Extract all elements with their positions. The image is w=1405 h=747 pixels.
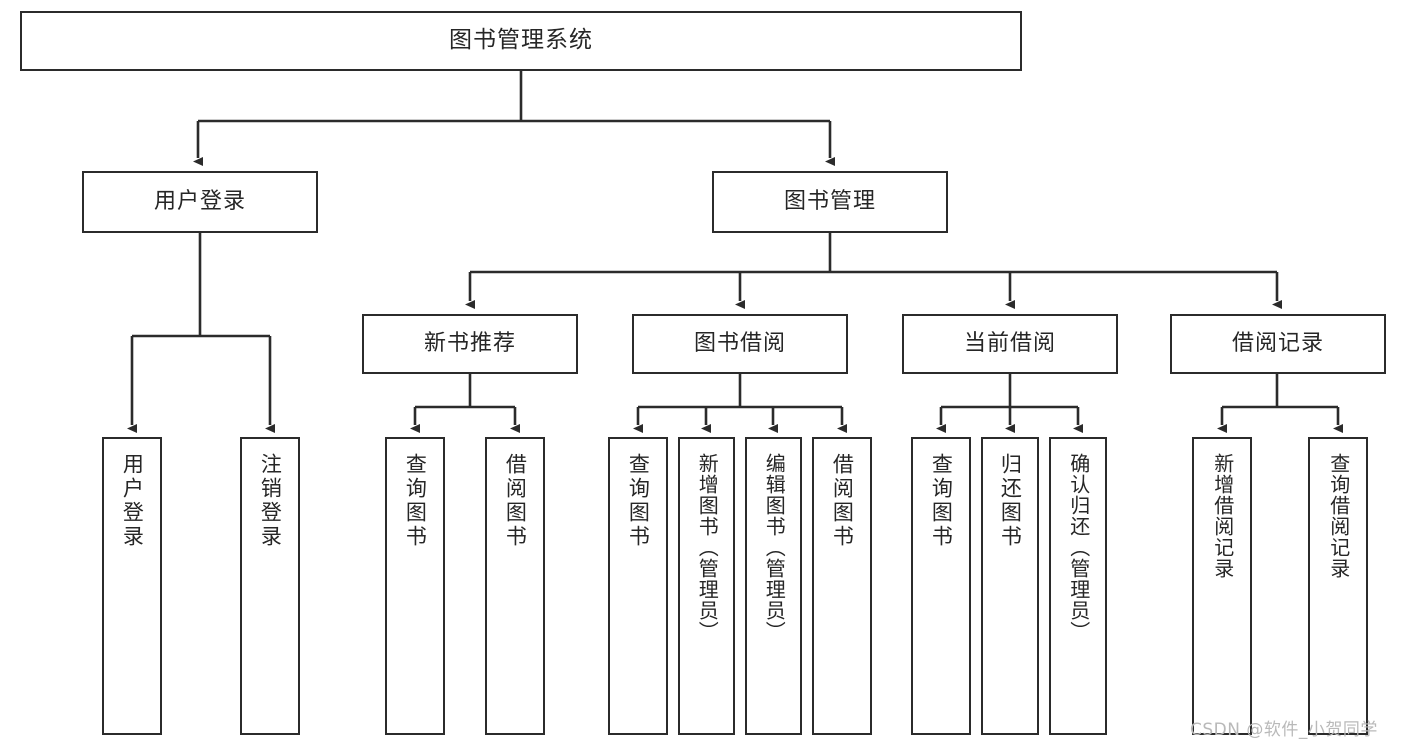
node-leaf-borrow-book-1-label: 借阅图书 [503,453,528,549]
node-leaf-query-book-2[interactable]: 查询图书 [608,437,668,735]
node-leaf-query-book-1-label: 查询图书 [403,453,428,549]
node-leaf-logout-label: 注销登录 [258,453,283,549]
node-leaf-add-book-admin-label: 新增图书（管理员） [695,453,720,642]
node-new-book-recommend-label: 新书推荐 [423,330,516,356]
node-leaf-edit-book-admin[interactable]: 编辑图书（管理员） [745,437,802,735]
node-leaf-user-login-label: 用户登录 [120,453,145,549]
node-leaf-borrow-book-2-label: 借阅图书 [830,453,855,549]
node-current-borrow[interactable]: 当前借阅 [902,314,1118,374]
node-user-login-label: 用户登录 [153,188,246,214]
node-leaf-logout[interactable]: 注销登录 [240,437,300,735]
node-root-system[interactable]: 图书管理系统 [20,11,1022,71]
csdn-watermark: CSDN @软件_小贺同学 [1190,720,1378,740]
node-leaf-query-book-2-label: 查询图书 [626,453,651,549]
node-current-borrow-label: 当前借阅 [963,330,1056,356]
node-leaf-query-borrow-record[interactable]: 查询借阅记录 [1308,437,1368,735]
node-borrow-record-label: 借阅记录 [1231,330,1324,356]
node-user-login[interactable]: 用户登录 [82,171,318,233]
node-leaf-query-borrow-record-label: 查询借阅记录 [1326,453,1351,579]
node-book-borrow-label: 图书借阅 [693,330,786,356]
node-leaf-query-book-1[interactable]: 查询图书 [385,437,445,735]
node-leaf-return-book[interactable]: 归还图书 [981,437,1039,735]
node-leaf-add-borrow-record[interactable]: 新增借阅记录 [1192,437,1252,735]
node-leaf-borrow-book-1[interactable]: 借阅图书 [485,437,545,735]
node-leaf-query-book-3[interactable]: 查询图书 [911,437,971,735]
node-leaf-confirm-return-admin-label: 确认归还（管理员） [1066,453,1091,642]
node-leaf-confirm-return-admin[interactable]: 确认归还（管理员） [1049,437,1107,735]
node-book-manage-label: 图书管理 [783,188,876,214]
node-root-system-label: 图书管理系统 [449,27,593,54]
node-leaf-add-book-admin[interactable]: 新增图书（管理员） [678,437,735,735]
node-book-manage[interactable]: 图书管理 [712,171,948,233]
node-leaf-edit-book-admin-label: 编辑图书（管理员） [762,453,787,642]
node-leaf-add-borrow-record-label: 新增借阅记录 [1210,453,1235,579]
node-book-borrow[interactable]: 图书借阅 [632,314,848,374]
node-new-book-recommend[interactable]: 新书推荐 [362,314,578,374]
node-leaf-return-book-label: 归还图书 [998,453,1023,549]
node-leaf-user-login[interactable]: 用户登录 [102,437,162,735]
node-leaf-query-book-3-label: 查询图书 [929,453,954,549]
node-borrow-record[interactable]: 借阅记录 [1170,314,1386,374]
node-leaf-borrow-book-2[interactable]: 借阅图书 [812,437,872,735]
